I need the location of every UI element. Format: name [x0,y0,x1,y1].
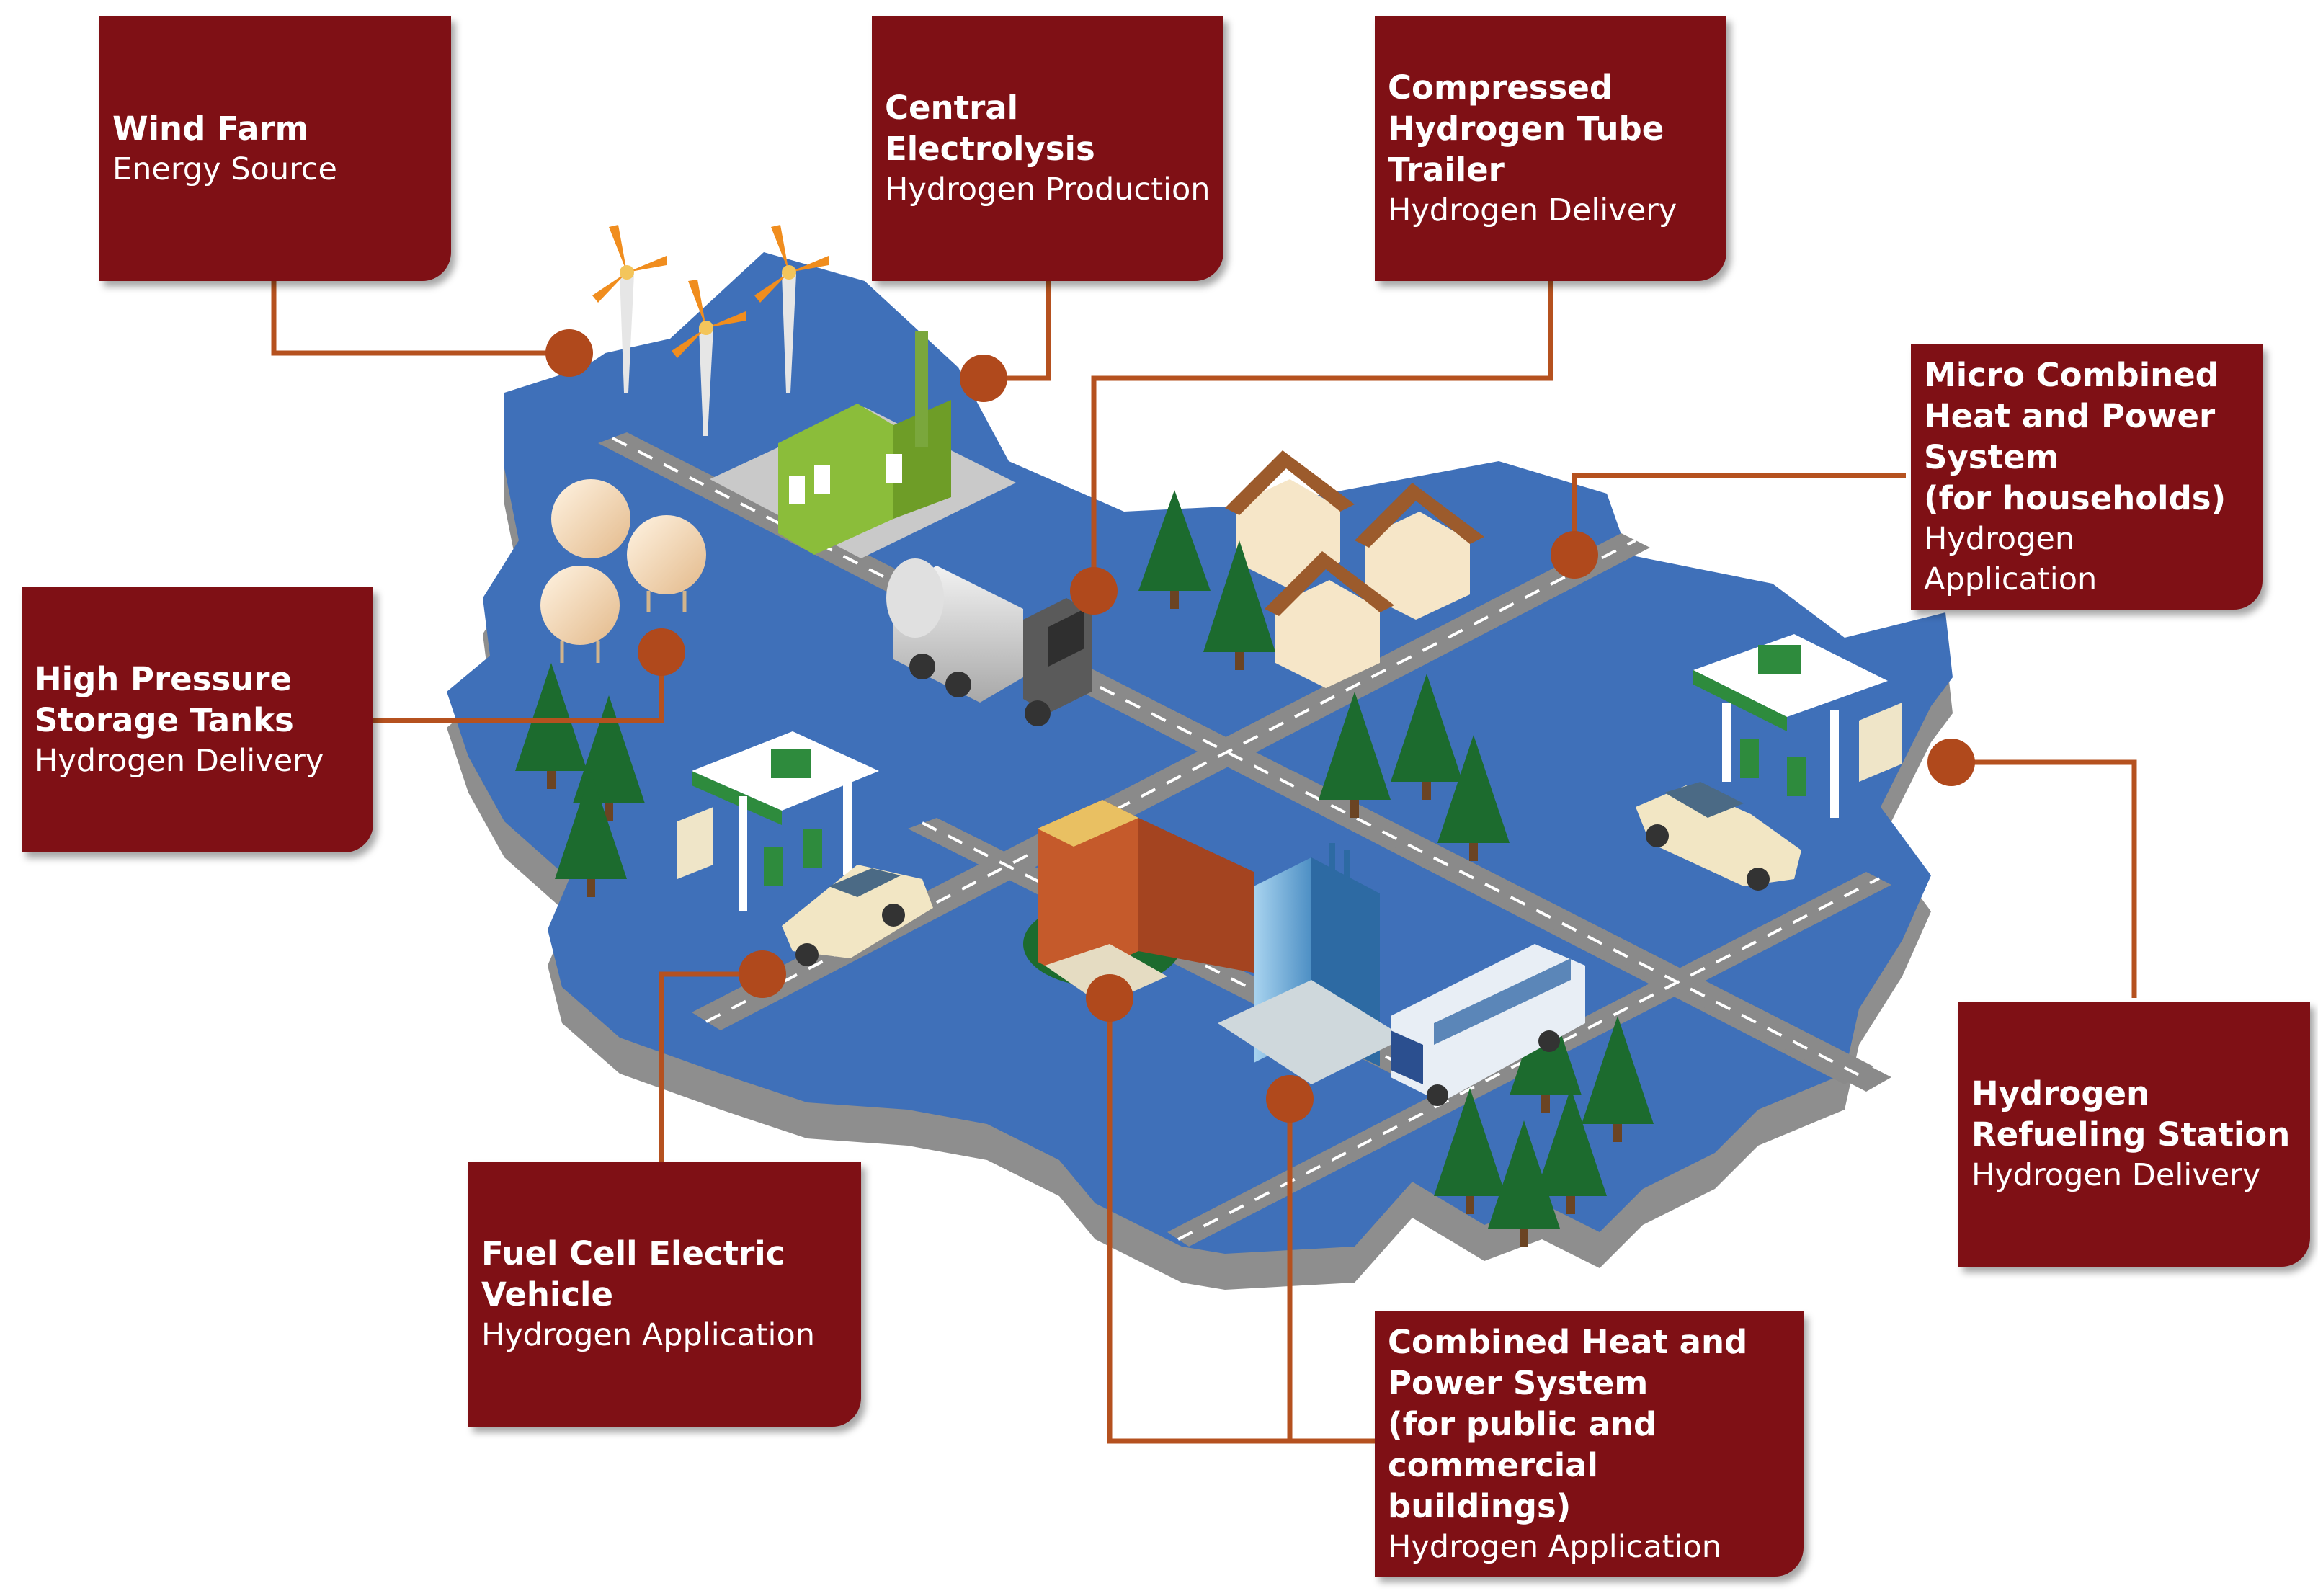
callout-storage-tanks: High Pressure Storage Tanks Hydrogen Del… [22,587,373,852]
callout-micro-chp: Micro Combined Heat and Power System (fo… [1911,344,2263,610]
callout-subtitle: Hydrogen Production [885,171,1211,208]
callout-central-electrolysis: Central Electrolysis Hydrogen Production [872,16,1223,281]
callout-title: Combined Heat and Power System (for publ… [1388,1322,1748,1525]
electrolysis-plant [710,331,1016,558]
callout-title: Micro Combined Heat and Power System (fo… [1924,356,2226,517]
callout-title: High Pressure Storage Tanks [35,660,294,739]
callout-subtitle: Hydrogen Application [1388,1528,1722,1565]
callout-wind-farm: Wind Farm Energy Source [99,16,451,281]
callout-subtitle: Energy Source [112,151,337,187]
callout-title: Wind Farm [112,109,309,148]
public-buildings [1023,800,1405,1084]
wind-turbines [592,225,829,436]
refueling-station-left [677,731,879,911]
bus [1391,944,1585,1106]
callout-title: Hydrogen Refueling Station [1971,1074,2291,1154]
callout-subtitle: Hydrogen Application [1924,521,2098,597]
tube-trailer-truck [886,558,1092,726]
storage-tanks-graphic [540,479,706,663]
callout-subtitle: Hydrogen Delivery [35,743,324,779]
connector-markers [545,329,1975,1123]
callout-tube-trailer: Compressed Hydrogen Tube Trailer Hydroge… [1375,16,1726,281]
connector-lines [271,281,2137,1444]
callout-subtitle: Hydrogen Delivery [1388,192,1677,228]
callout-title: Compressed Hydrogen Tube Trailer [1388,68,1664,189]
fuel-cell-cars [782,782,1801,966]
trees [515,490,1654,1247]
callout-title: Fuel Cell Electric Vehicle [481,1234,785,1314]
refueling-station-right [1693,634,1902,818]
callout-chp-buildings: Combined Heat and Power System (for publ… [1375,1311,1804,1577]
callout-subtitle: Hydrogen Delivery [1971,1157,2261,1193]
houses [1225,450,1484,688]
callout-fcev: Fuel Cell Electric Vehicle Hydrogen Appl… [468,1162,861,1427]
callout-title: Central Electrolysis [885,89,1095,168]
callout-refueling-station: Hydrogen Refueling Station Hydrogen Deli… [1958,1002,2310,1267]
callout-subtitle: Hydrogen Application [481,1317,816,1353]
